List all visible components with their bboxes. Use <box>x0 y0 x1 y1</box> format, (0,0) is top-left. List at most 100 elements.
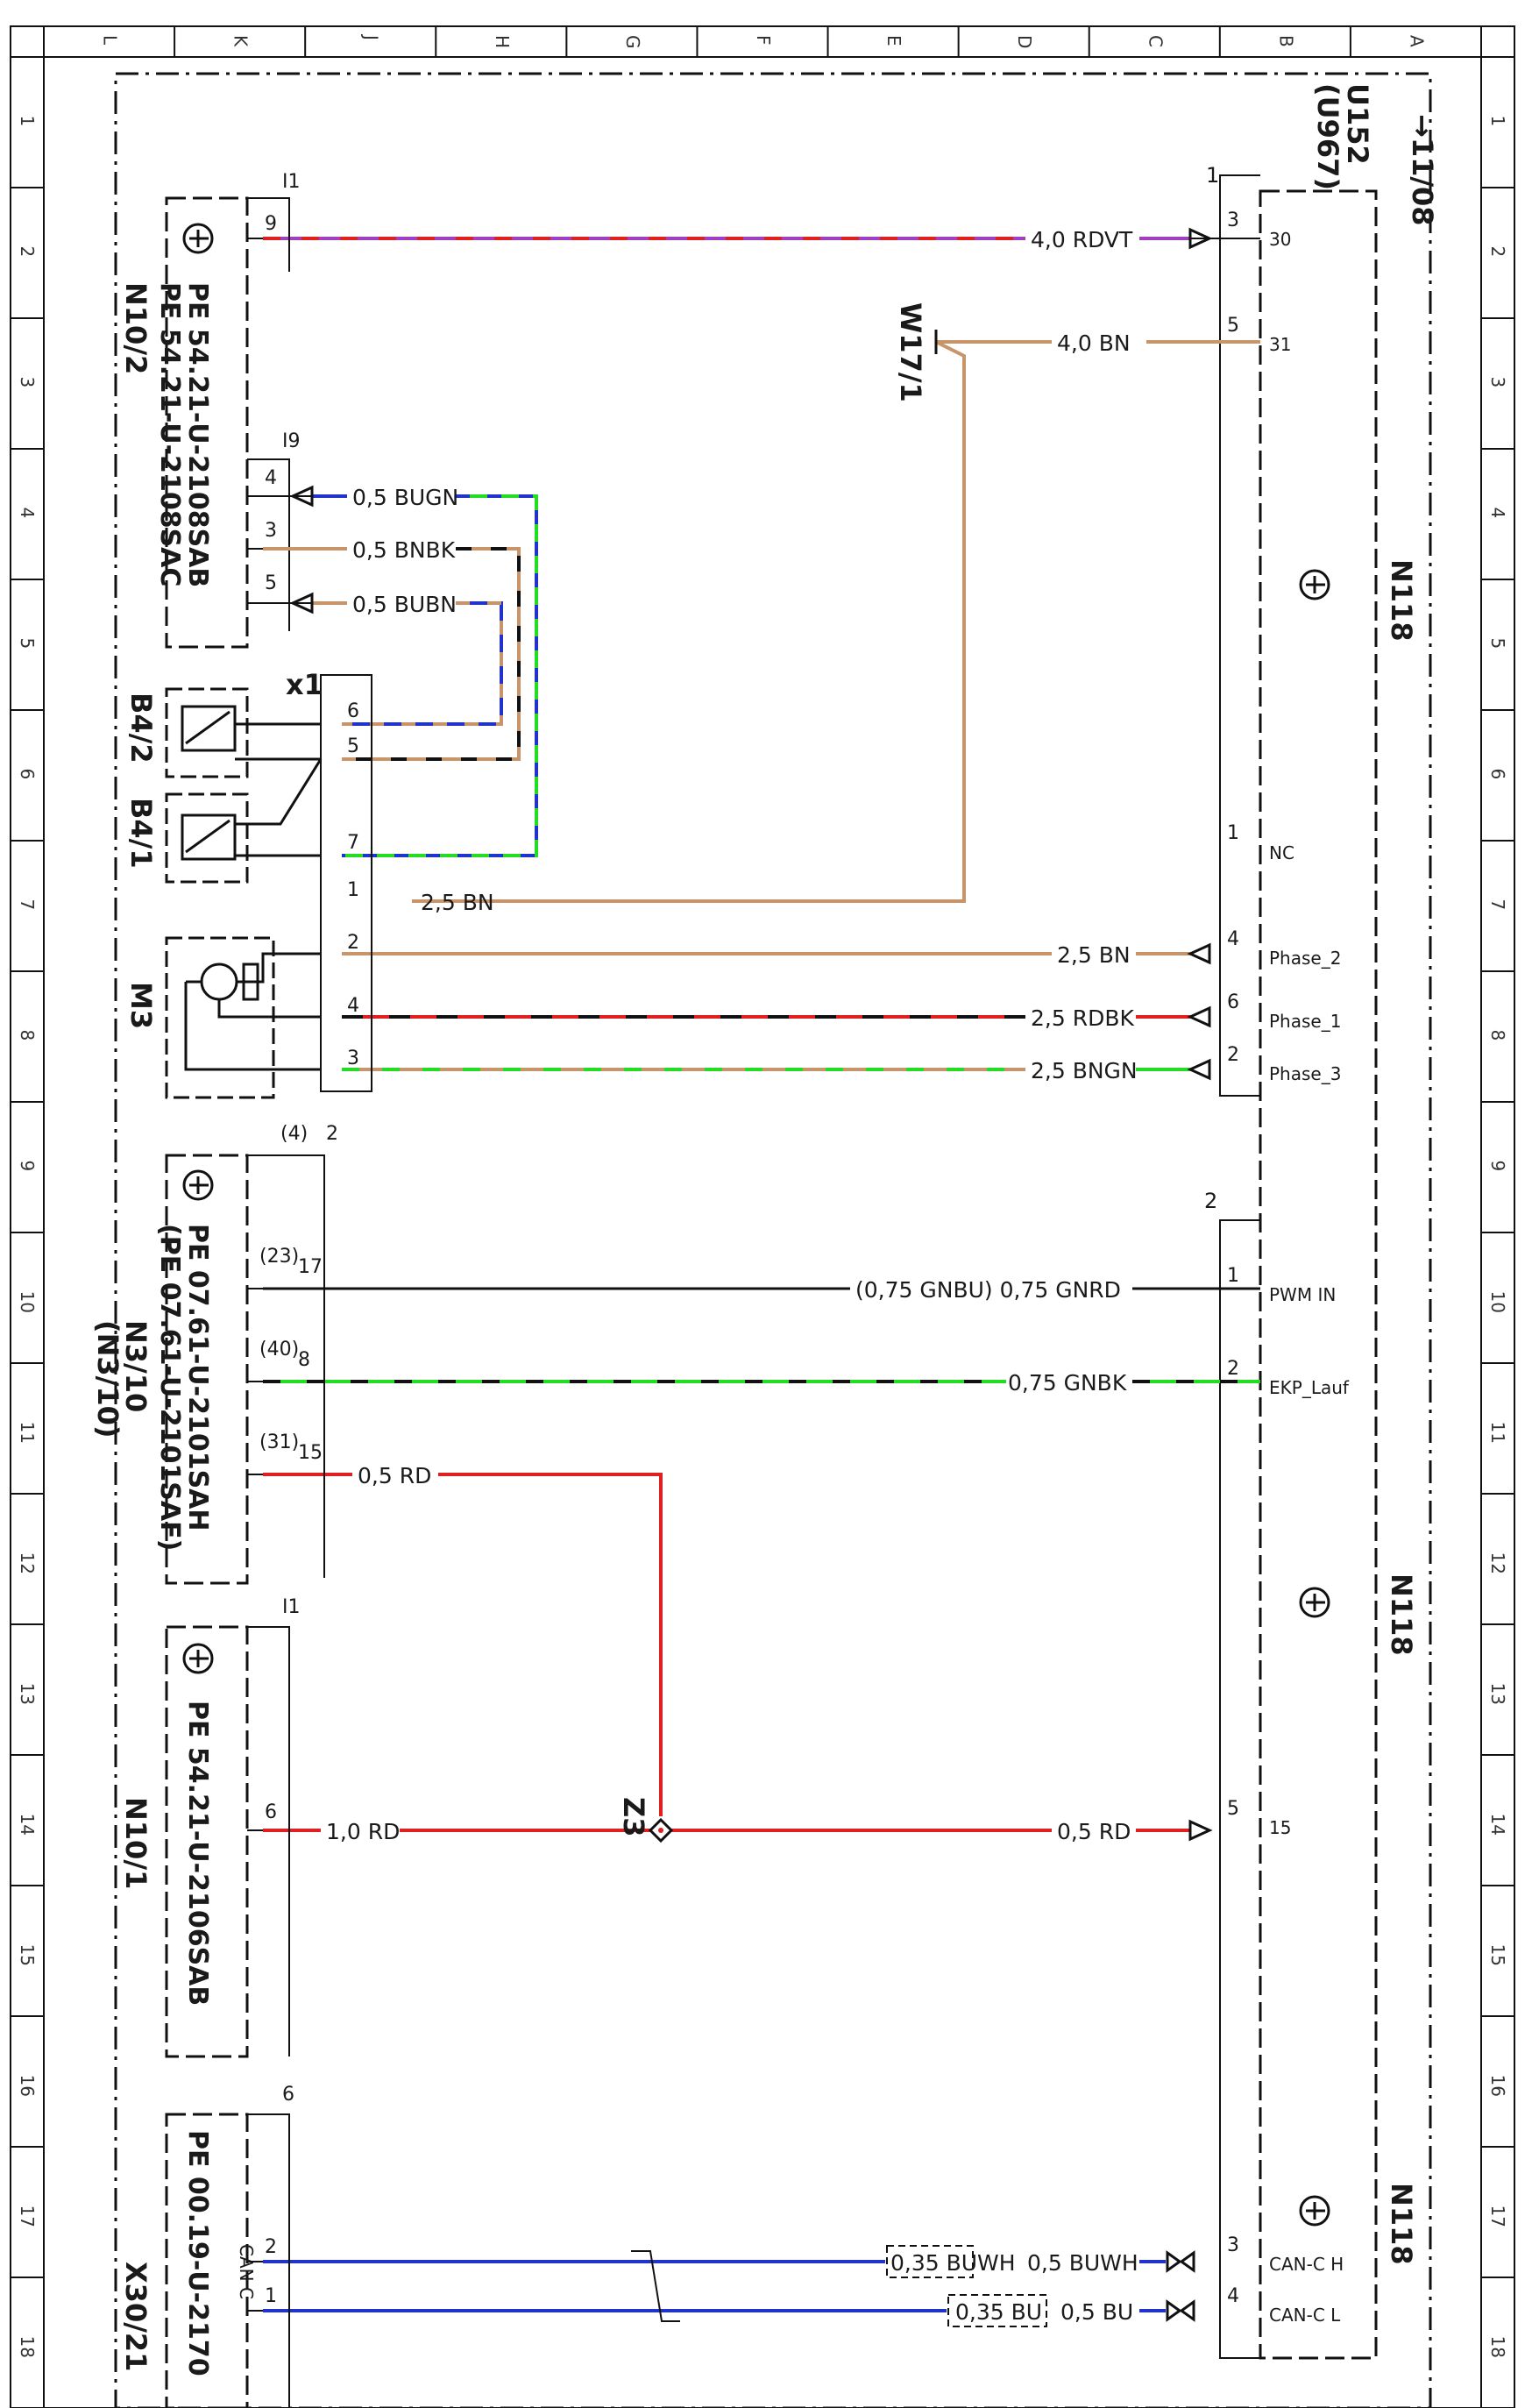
svg-text:3: 3 <box>347 1048 359 1069</box>
n118-pin-31: 5 31 <box>1227 315 1291 355</box>
n10-1-connector <box>247 1626 290 2056</box>
svg-text:0,5 RD: 0,5 RD <box>358 1463 431 1488</box>
n118-pin-30: 3 30 <box>1227 210 1291 250</box>
b4-1-outline <box>165 792 249 884</box>
n10-2-pe-1: PE 54.21-U-2108SAB <box>182 282 213 587</box>
row-number: 1 <box>1487 116 1508 127</box>
control-unit-icon <box>1299 1587 1330 1618</box>
wire-phase-3: 2,5 BNGN <box>342 1058 1190 1083</box>
resistor-icon <box>181 705 321 761</box>
x1-connector <box>320 674 372 1092</box>
control-unit-icon <box>182 223 214 254</box>
svg-text:0,75 GNBK: 0,75 GNBK <box>1008 1370 1127 1396</box>
row-number: 3 <box>1487 377 1508 388</box>
n10-2-name: N10/2 <box>119 282 152 374</box>
wire-rd-terminal-15: 0,5 RD <box>263 1463 663 1816</box>
m3-label: M3 <box>124 982 158 1029</box>
svg-text:CAN-C H: CAN-C H <box>1269 2254 1344 2275</box>
svg-text:Phase_1: Phase_1 <box>1269 1011 1341 1032</box>
column-letter: G <box>622 35 643 49</box>
svg-text:0,35 BU: 0,35 BU <box>955 2299 1042 2325</box>
n118-pin-phase-1: 6 Phase_1 <box>1227 991 1341 1032</box>
row-number: 18 <box>17 2336 38 2358</box>
x30-21-bus: CAN C <box>236 2244 257 2299</box>
n3-10-conn: 2 <box>326 1123 338 1145</box>
svg-text:15: 15 <box>1269 1817 1291 1838</box>
svg-text:0,5 RD: 0,5 RD <box>1057 1819 1131 1844</box>
n10-2-connector-2 <box>247 458 290 631</box>
row-number: 6 <box>17 769 38 780</box>
n10-2-conn-mid: I9 <box>282 430 301 452</box>
n118-pin-nc: 1 NC <box>1227 822 1294 863</box>
row-number: 9 <box>1487 1161 1508 1172</box>
svg-text:2,5 BN: 2,5 BN <box>1057 942 1131 968</box>
svg-text:0,5 BUBN: 0,5 BUBN <box>352 592 457 617</box>
svg-text:6: 6 <box>347 700 359 722</box>
row-number: 10 <box>17 1291 38 1313</box>
connector-arrows <box>1166 227 1213 2322</box>
n118-label-1: N118 <box>1385 559 1418 642</box>
svg-text:2,5 RDBK: 2,5 RDBK <box>1031 1005 1134 1031</box>
n118-connector-1-label: 1 <box>1206 163 1219 188</box>
n3-10-pin-15: 15 <box>298 1442 323 1464</box>
n10-2-pe-2: PE 54.21-U-2108SAC <box>154 282 185 586</box>
column-letter: L <box>100 35 121 46</box>
svg-text:Phase_3: Phase_3 <box>1269 1063 1341 1084</box>
column-letter: H <box>492 35 513 48</box>
sheet-reference: →11/08 <box>1406 114 1439 226</box>
n3-10-pin-17: 17 <box>298 1256 323 1278</box>
svg-text:0,5 BU: 0,5 BU <box>1060 2299 1133 2325</box>
row-number: 10 <box>1487 1291 1508 1313</box>
row-number: 3 <box>17 377 38 388</box>
row-number: 4 <box>1487 508 1508 519</box>
row-number: 12 <box>17 1552 38 1574</box>
svg-text:0,35 BUWH: 0,35 BUWH <box>890 2250 1016 2276</box>
row-number: 16 <box>1487 2075 1508 2097</box>
wire-bugn: 0,5 BUGN <box>312 485 538 857</box>
svg-text:4: 4 <box>347 995 359 1017</box>
w17-1-label: W17/1 <box>894 302 927 402</box>
row-number: 7 <box>1487 899 1508 911</box>
row-number: 2 <box>1487 246 1508 258</box>
n3-10-name: N3/10 <box>119 1320 152 1412</box>
x30-21-pin-1: 1 <box>265 2285 277 2307</box>
svg-text:31: 31 <box>1269 334 1291 355</box>
wire-phase-2: 2,5 BN <box>342 942 1190 968</box>
n3-10-pin-alt-23: (23) <box>259 1246 299 1268</box>
wire-can-h: 0,35 BUWH 0,5 BUWH <box>263 2245 1166 2278</box>
svg-text:2,5 BNGN: 2,5 BNGN <box>1031 1058 1138 1083</box>
motor-icon <box>184 952 321 1071</box>
svg-text:PWM IN: PWM IN <box>1269 1284 1336 1305</box>
n118-label-3: N118 <box>1385 2183 1418 2265</box>
row-number: 1 <box>17 116 38 127</box>
n118-pin-pwm-in: 1 PWM IN <box>1227 1265 1336 1305</box>
svg-text:0,5 BNBK: 0,5 BNBK <box>352 537 456 563</box>
row-number: 4 <box>17 508 38 519</box>
n10-2-conn-top: I1 <box>282 171 301 193</box>
n10-2-pin-9: 9 <box>265 213 277 235</box>
n118-pin-phase-3: 2 Phase_3 <box>1227 1044 1341 1084</box>
row-number: 16 <box>17 2075 38 2097</box>
control-unit-icon <box>182 1643 214 1674</box>
row-number: 15 <box>1487 1944 1508 1966</box>
column-letter: J <box>361 33 382 40</box>
x1-pins: 6 5 7 1 2 4 3 <box>347 700 359 1069</box>
svg-text:0,5 BUWH: 0,5 BUWH <box>1027 2250 1138 2276</box>
svg-text:2: 2 <box>347 932 359 954</box>
svg-text:7: 7 <box>347 832 359 854</box>
control-unit-icon <box>182 1169 214 1201</box>
code-line-2: (U967) <box>1311 83 1344 190</box>
svg-text:0,5 BUGN: 0,5 BUGN <box>352 485 458 510</box>
column-letter: F <box>753 35 774 46</box>
svg-text:6: 6 <box>1227 991 1239 1013</box>
svg-text:30: 30 <box>1269 229 1291 250</box>
svg-text:2,5 BN: 2,5 BN <box>421 890 494 915</box>
svg-text:CAN-C L: CAN-C L <box>1269 2305 1341 2326</box>
row-number: 17 <box>17 2206 38 2227</box>
n10-2-pin-3: 3 <box>265 520 277 542</box>
row-number: 14 <box>1487 1814 1508 1836</box>
row-number: 6 <box>1487 769 1508 780</box>
resistor-icon <box>181 758 323 861</box>
n10-2-connector <box>247 197 290 272</box>
